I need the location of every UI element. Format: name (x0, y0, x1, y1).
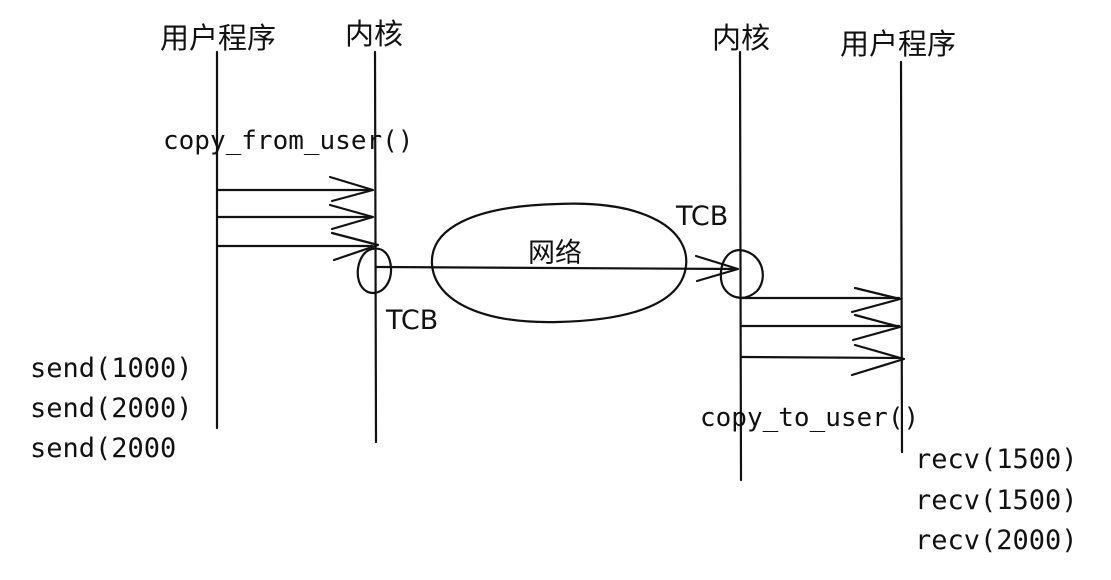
recv-call: recv(1500) (915, 485, 1078, 516)
recv-call: recv(2000) (915, 525, 1078, 556)
left-kernel-label: 内核 (345, 17, 404, 51)
right-tcb-label: TCB (676, 201, 729, 232)
copy-from-user-label: copy_from_user() (163, 126, 414, 156)
copy-to-user-arrows (739, 286, 906, 377)
recv-call: recv(1500) (915, 444, 1078, 475)
copy-from-user-arrows (216, 175, 380, 262)
left-user-program-label: 用户程序 (160, 21, 277, 55)
send-call: send(2000 (30, 433, 177, 464)
right-user-program-label: 用户程序 (840, 27, 957, 61)
network-ellipse (430, 202, 688, 324)
left-tcb-label: TCB (386, 305, 439, 336)
copy-to-user-label: copy_to_user() (700, 403, 920, 433)
right-user-timeline (899, 60, 904, 454)
right-kernel-label: 内核 (712, 21, 771, 55)
send-call: send(1000) (30, 353, 193, 384)
send-call: send(2000) (30, 393, 193, 424)
right-tcb-circle (719, 248, 764, 299)
network-arrow (374, 265, 738, 271)
network-label: 网络 (528, 238, 582, 269)
right-kernel-timeline (738, 50, 743, 482)
left-tcb-circle (356, 247, 393, 294)
